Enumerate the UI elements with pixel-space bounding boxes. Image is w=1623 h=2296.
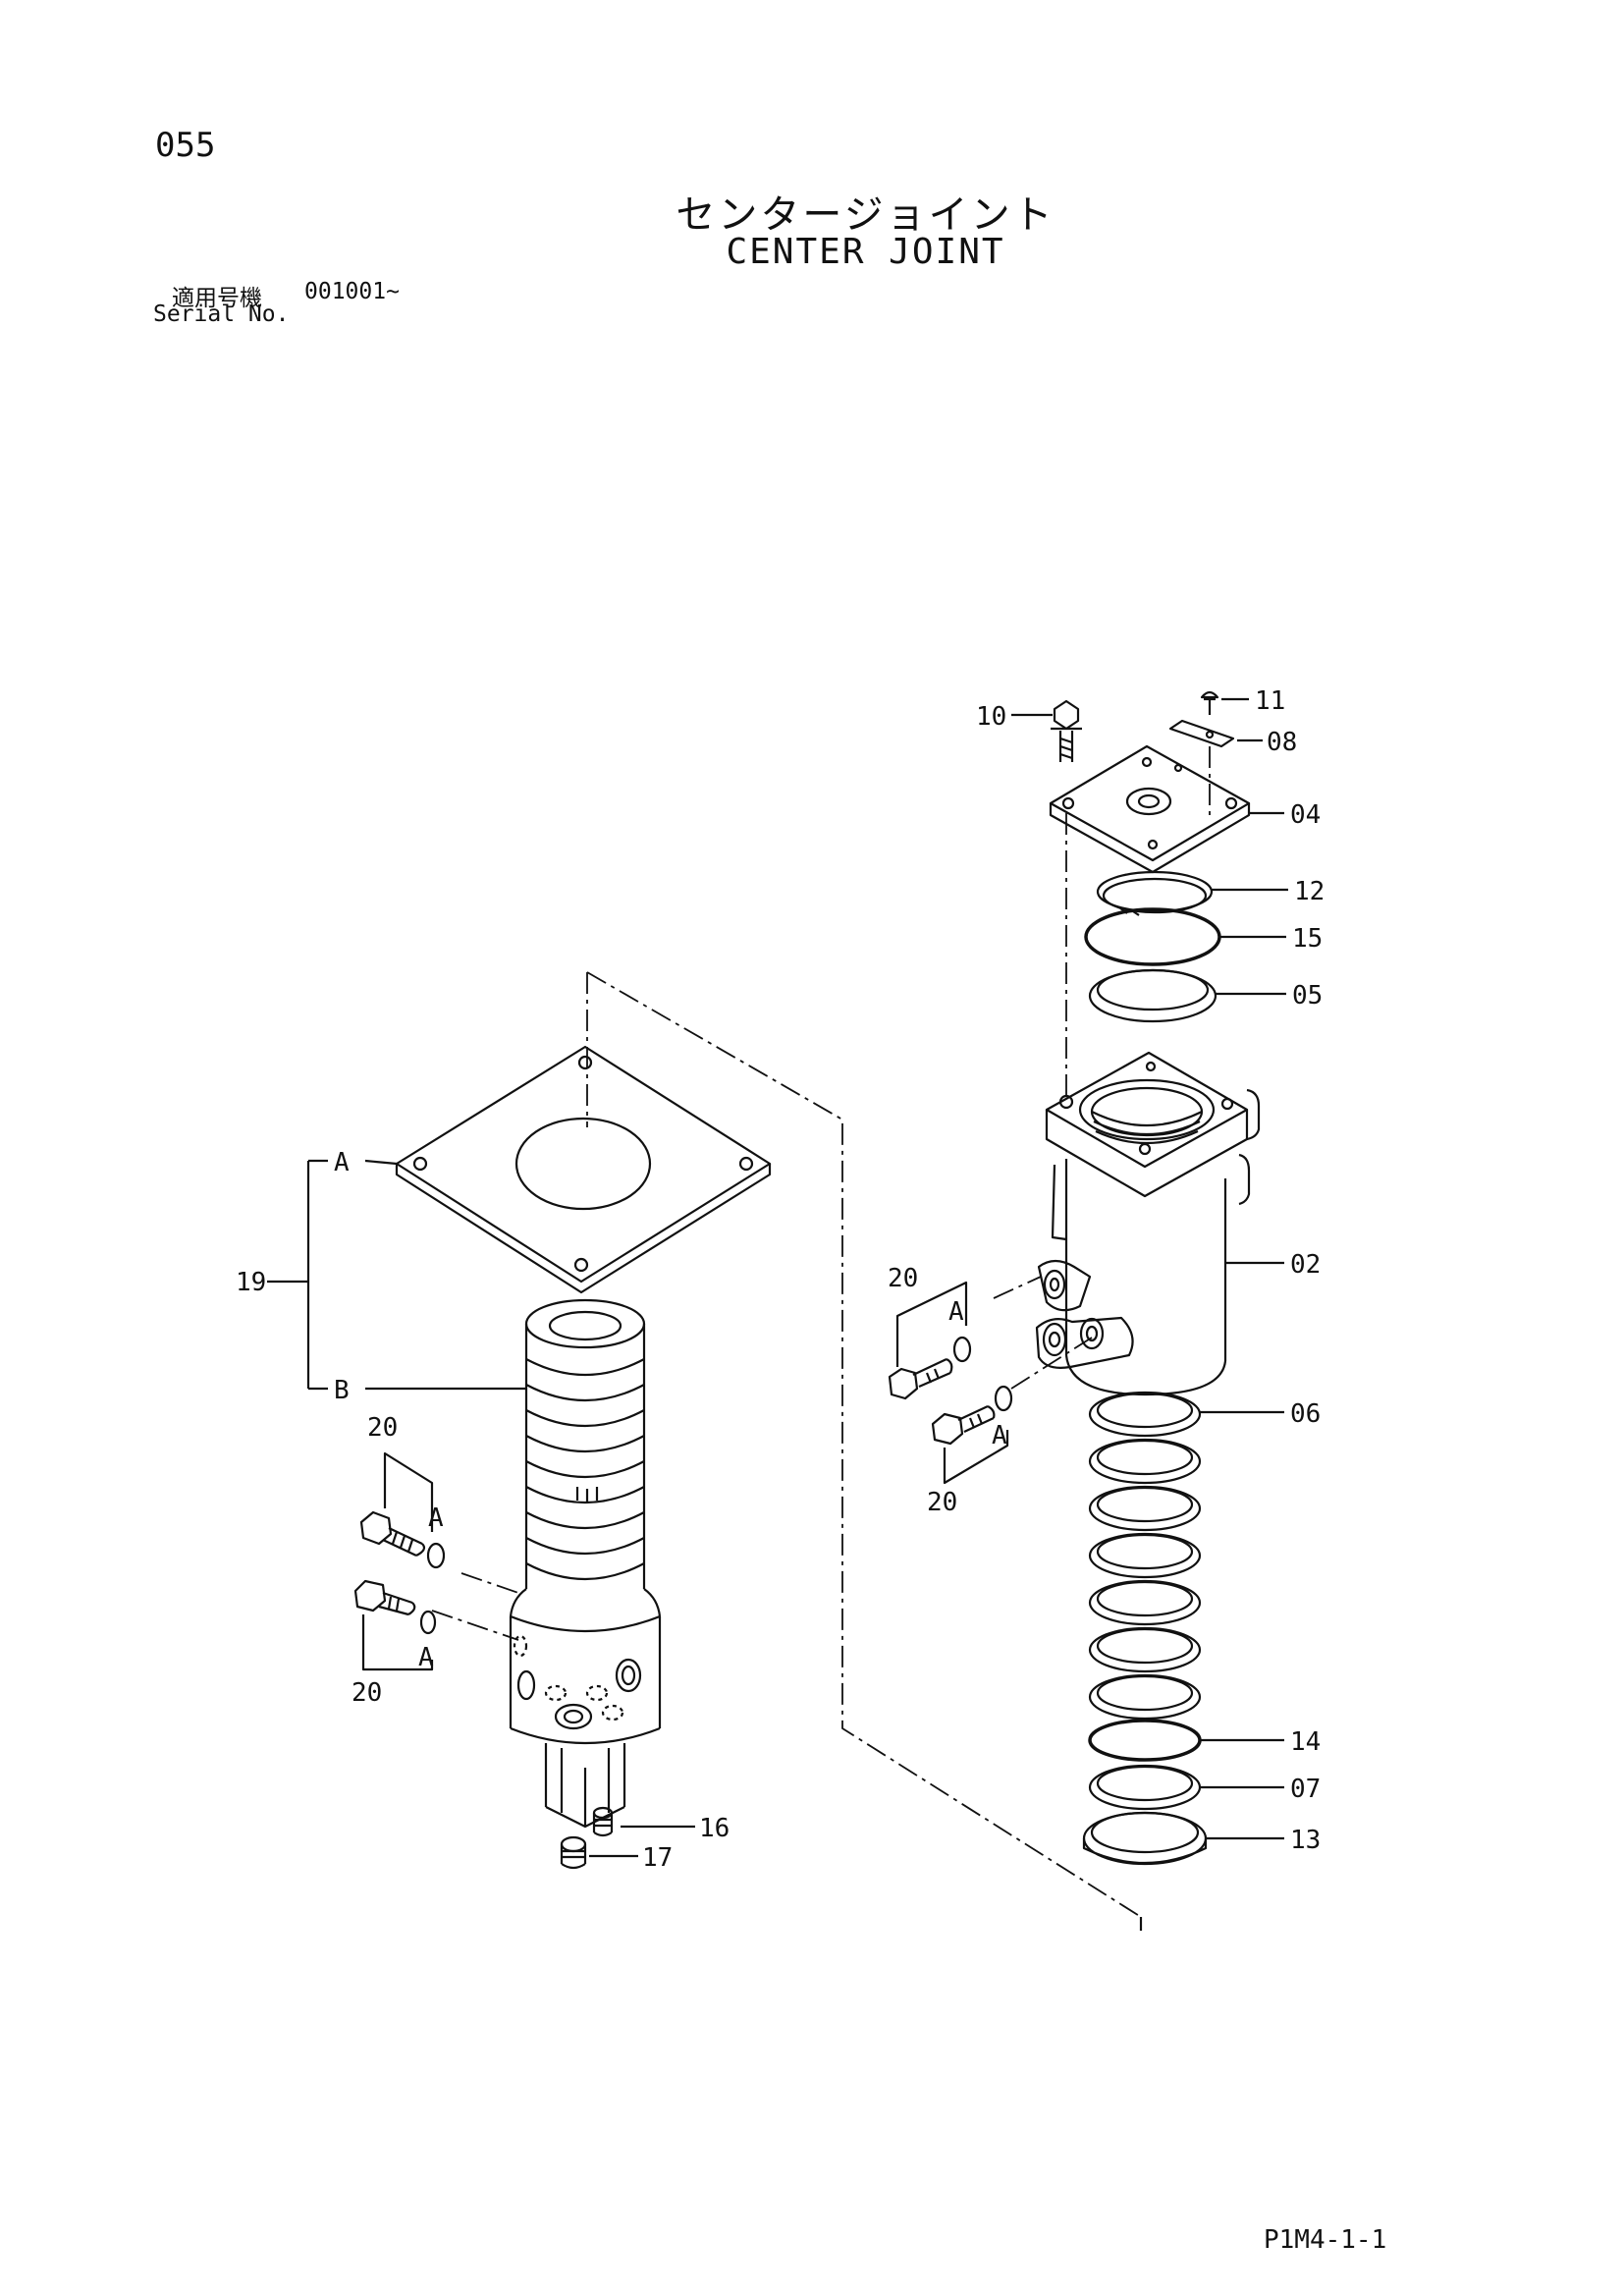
serial-label-japanese: 適用号機 bbox=[172, 286, 262, 311]
callout-06: 06 bbox=[1290, 1399, 1321, 1429]
callout-20-right-lower: 20 bbox=[927, 1488, 957, 1517]
bracket-20-lower-left bbox=[361, 1614, 434, 1671]
oring-a-upper-left bbox=[426, 1542, 446, 1569]
callout-12: 12 bbox=[1294, 877, 1325, 906]
callout-a-right-lower: A bbox=[992, 1421, 1007, 1450]
bracket-19 bbox=[267, 1159, 526, 1391]
callout-07: 07 bbox=[1290, 1775, 1321, 1804]
bracket-20-upper-right bbox=[895, 1281, 968, 1367]
plug-16 bbox=[592, 1806, 614, 1837]
body-02 bbox=[1035, 1051, 1261, 1396]
callout-a-left-lower: A bbox=[418, 1643, 434, 1672]
callout-19: 19 bbox=[236, 1268, 266, 1297]
callout-05: 05 bbox=[1292, 981, 1323, 1011]
bracket-20-lower-right bbox=[943, 1430, 1009, 1485]
oring-a-lower-left bbox=[419, 1610, 437, 1635]
callout-19-a: A bbox=[334, 1148, 350, 1177]
drawing-code: P1M4-1-1 bbox=[1264, 2225, 1387, 2255]
bolt-10 bbox=[1051, 699, 1082, 762]
callout-a-right-upper: A bbox=[948, 1297, 964, 1327]
plug-17 bbox=[560, 1835, 587, 1870]
page-title-english: CENTER JOINT bbox=[726, 232, 1005, 272]
ring-07 bbox=[1088, 1764, 1202, 1811]
page-title-japanese: センタージョイント bbox=[676, 192, 1055, 238]
bolt-20-upper-right bbox=[888, 1358, 953, 1400]
callout-20-right-upper: 20 bbox=[888, 1264, 918, 1293]
callout-10: 10 bbox=[976, 702, 1006, 732]
bracket-20-upper-left bbox=[383, 1451, 434, 1532]
part-19-rotor-assembly bbox=[395, 1045, 772, 1829]
page-number: 055 bbox=[155, 126, 216, 165]
cover-04 bbox=[1049, 744, 1251, 874]
callout-16: 16 bbox=[699, 1814, 730, 1843]
bolt-20-upper-left bbox=[359, 1510, 426, 1557]
ring-05 bbox=[1088, 968, 1217, 1023]
callout-02: 02 bbox=[1290, 1250, 1321, 1280]
flange-plate bbox=[395, 1045, 772, 1284]
callout-11: 11 bbox=[1255, 686, 1285, 716]
oring-a-lower-right bbox=[994, 1385, 1013, 1412]
seal-rings-06 bbox=[1088, 1391, 1202, 1721]
callout-19-b: B bbox=[334, 1376, 350, 1405]
oring-a-upper-right bbox=[952, 1336, 972, 1363]
oring-15 bbox=[1084, 907, 1221, 966]
ring-13 bbox=[1082, 1811, 1208, 1866]
bolt-20-lower-right bbox=[931, 1405, 996, 1446]
callout-20-left-upper: 20 bbox=[367, 1413, 398, 1443]
callout-04: 04 bbox=[1290, 800, 1321, 830]
callout-17: 17 bbox=[642, 1843, 673, 1873]
screw-11 bbox=[1200, 690, 1219, 715]
callout-13: 13 bbox=[1290, 1826, 1321, 1855]
callout-14: 14 bbox=[1290, 1727, 1321, 1757]
bolt-20-lower-left bbox=[353, 1579, 416, 1616]
oring-14 bbox=[1088, 1719, 1202, 1762]
callout-15: 15 bbox=[1292, 924, 1323, 954]
serial-value: 001001~ bbox=[304, 279, 400, 304]
callout-a-left-upper: A bbox=[428, 1503, 444, 1533]
plate-08 bbox=[1168, 719, 1235, 748]
callout-20-left-lower: 20 bbox=[352, 1678, 382, 1708]
alignment-lines bbox=[431, 746, 1211, 1918]
callout-08: 08 bbox=[1267, 728, 1297, 757]
serial-label-english: Serial No. bbox=[153, 301, 290, 327]
